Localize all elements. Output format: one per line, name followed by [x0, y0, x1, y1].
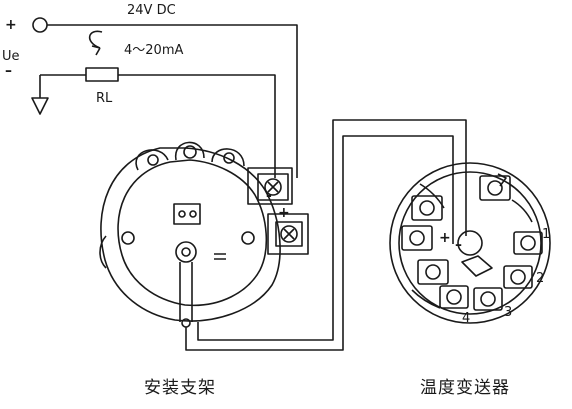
- terminal-screw-slot-upper: [267, 181, 279, 193]
- bracket-cable-gland-core: [181, 247, 191, 257]
- transmitter-terminal-low-left: [417, 259, 449, 285]
- bracket-side-notch: [99, 235, 107, 269]
- bracket-screw-hole-center: [183, 145, 197, 159]
- transmitter-terminal-3: [473, 287, 503, 311]
- ue-label: Ue: [2, 49, 20, 64]
- bracket-screw-hole-left: [147, 154, 159, 166]
- bracket-cable-gland: [175, 241, 197, 263]
- transmitter-screw-top-left: [419, 200, 435, 216]
- bracket-body: [100, 147, 281, 322]
- bracket-screw-hole-right: [223, 152, 235, 164]
- bracket-lug-left: [135, 149, 169, 171]
- wire-loop-return: [118, 74, 276, 178]
- transmitter-terminal-number-1: 1: [542, 227, 551, 242]
- bracket-mount-hole-right: [241, 231, 255, 245]
- transmitter-terminal-number-3: 3: [504, 305, 513, 320]
- supply-plus-terminal: [32, 17, 48, 33]
- transmitter-terminal-number-4: 4: [462, 311, 471, 326]
- supply-plus-sign: +: [5, 17, 17, 33]
- transmitter-screw-mid-left: [409, 230, 425, 246]
- temperature-transmitter: [389, 162, 551, 324]
- bracket-caption: 安装支架: [144, 378, 216, 398]
- wire-supply-positive: [47, 24, 298, 178]
- transmitter-terminal-2: [503, 265, 533, 289]
- transmitter-outer-ring: [389, 162, 551, 324]
- supply-voltage-label: 24V DC: [127, 3, 176, 18]
- bracket-minus-sign: -: [266, 188, 272, 204]
- terminal-screw-frame-lower: [275, 221, 303, 247]
- transmitter-terminal-top-left: [411, 195, 443, 221]
- transmitter-center-hole: [457, 230, 483, 256]
- transmitter-terminal-1: [513, 231, 543, 255]
- transmitter-terminal-top: [479, 175, 511, 201]
- transmitter-terminal-4: [439, 285, 469, 309]
- bracket-inner-rim: [117, 159, 268, 307]
- bracket-lug-right: [211, 148, 245, 167]
- bracket-terminal-block: [247, 167, 309, 255]
- mounting-bracket: [99, 141, 281, 328]
- load-resistor-rl: [85, 67, 119, 82]
- transmitter-arc-lower-left: [411, 289, 441, 309]
- terminal-screw-lower: [280, 225, 298, 243]
- terminal-screw-slot-lower: [283, 228, 295, 240]
- bracket-vent-slots: [214, 253, 226, 260]
- current-flow-arrowhead: [91, 45, 101, 56]
- transmitter-caption: 温度变送器: [420, 378, 510, 398]
- transmitter-screw-top: [487, 180, 503, 196]
- transmitter-terminal-mid-left: [401, 225, 433, 251]
- transmitter-minus-sign: –: [455, 237, 462, 253]
- resistor-label: RL: [96, 91, 113, 106]
- transmitter-screw-1: [520, 235, 536, 251]
- supply-minus-sign: –: [5, 63, 12, 79]
- transmitter-arc-upper-right: [511, 199, 533, 223]
- transmitter-screw-low-left: [425, 264, 441, 280]
- wire-loop-to-transmitter-minus: [185, 135, 454, 351]
- transmitter-circuit-board: [461, 255, 493, 277]
- terminal-screw-upper: [264, 178, 282, 196]
- bracket-connector-block: [173, 203, 201, 225]
- ground-symbol: [31, 97, 49, 115]
- terminal-block-upper: [247, 167, 293, 205]
- bracket-lug-center: [175, 141, 205, 161]
- bracket-plus-sign: +: [278, 205, 290, 221]
- transmitter-terminal-number-2: 2: [536, 271, 545, 286]
- transmitter-screw-3: [480, 291, 496, 307]
- bracket-connector-pin-a: [178, 210, 186, 218]
- transmitter-screw-4: [446, 289, 462, 305]
- transmitter-screw-2: [510, 269, 526, 285]
- transmitter-plus-sign: +: [439, 230, 451, 246]
- bracket-connector-pin-b: [189, 210, 197, 218]
- current-range-label: 4～20mA: [124, 43, 184, 58]
- terminal-screw-frame-upper: [257, 173, 289, 201]
- wire-loop-to-transmitter-plus: [197, 119, 467, 341]
- current-flow-arrow: [88, 30, 103, 49]
- bracket-cable-channel: [179, 262, 193, 322]
- transmitter-usb-symbol: [497, 173, 507, 187]
- terminal-block-lower: [267, 213, 309, 255]
- bracket-mount-hole-left: [121, 231, 135, 245]
- transmitter-inner-ring: [398, 171, 542, 315]
